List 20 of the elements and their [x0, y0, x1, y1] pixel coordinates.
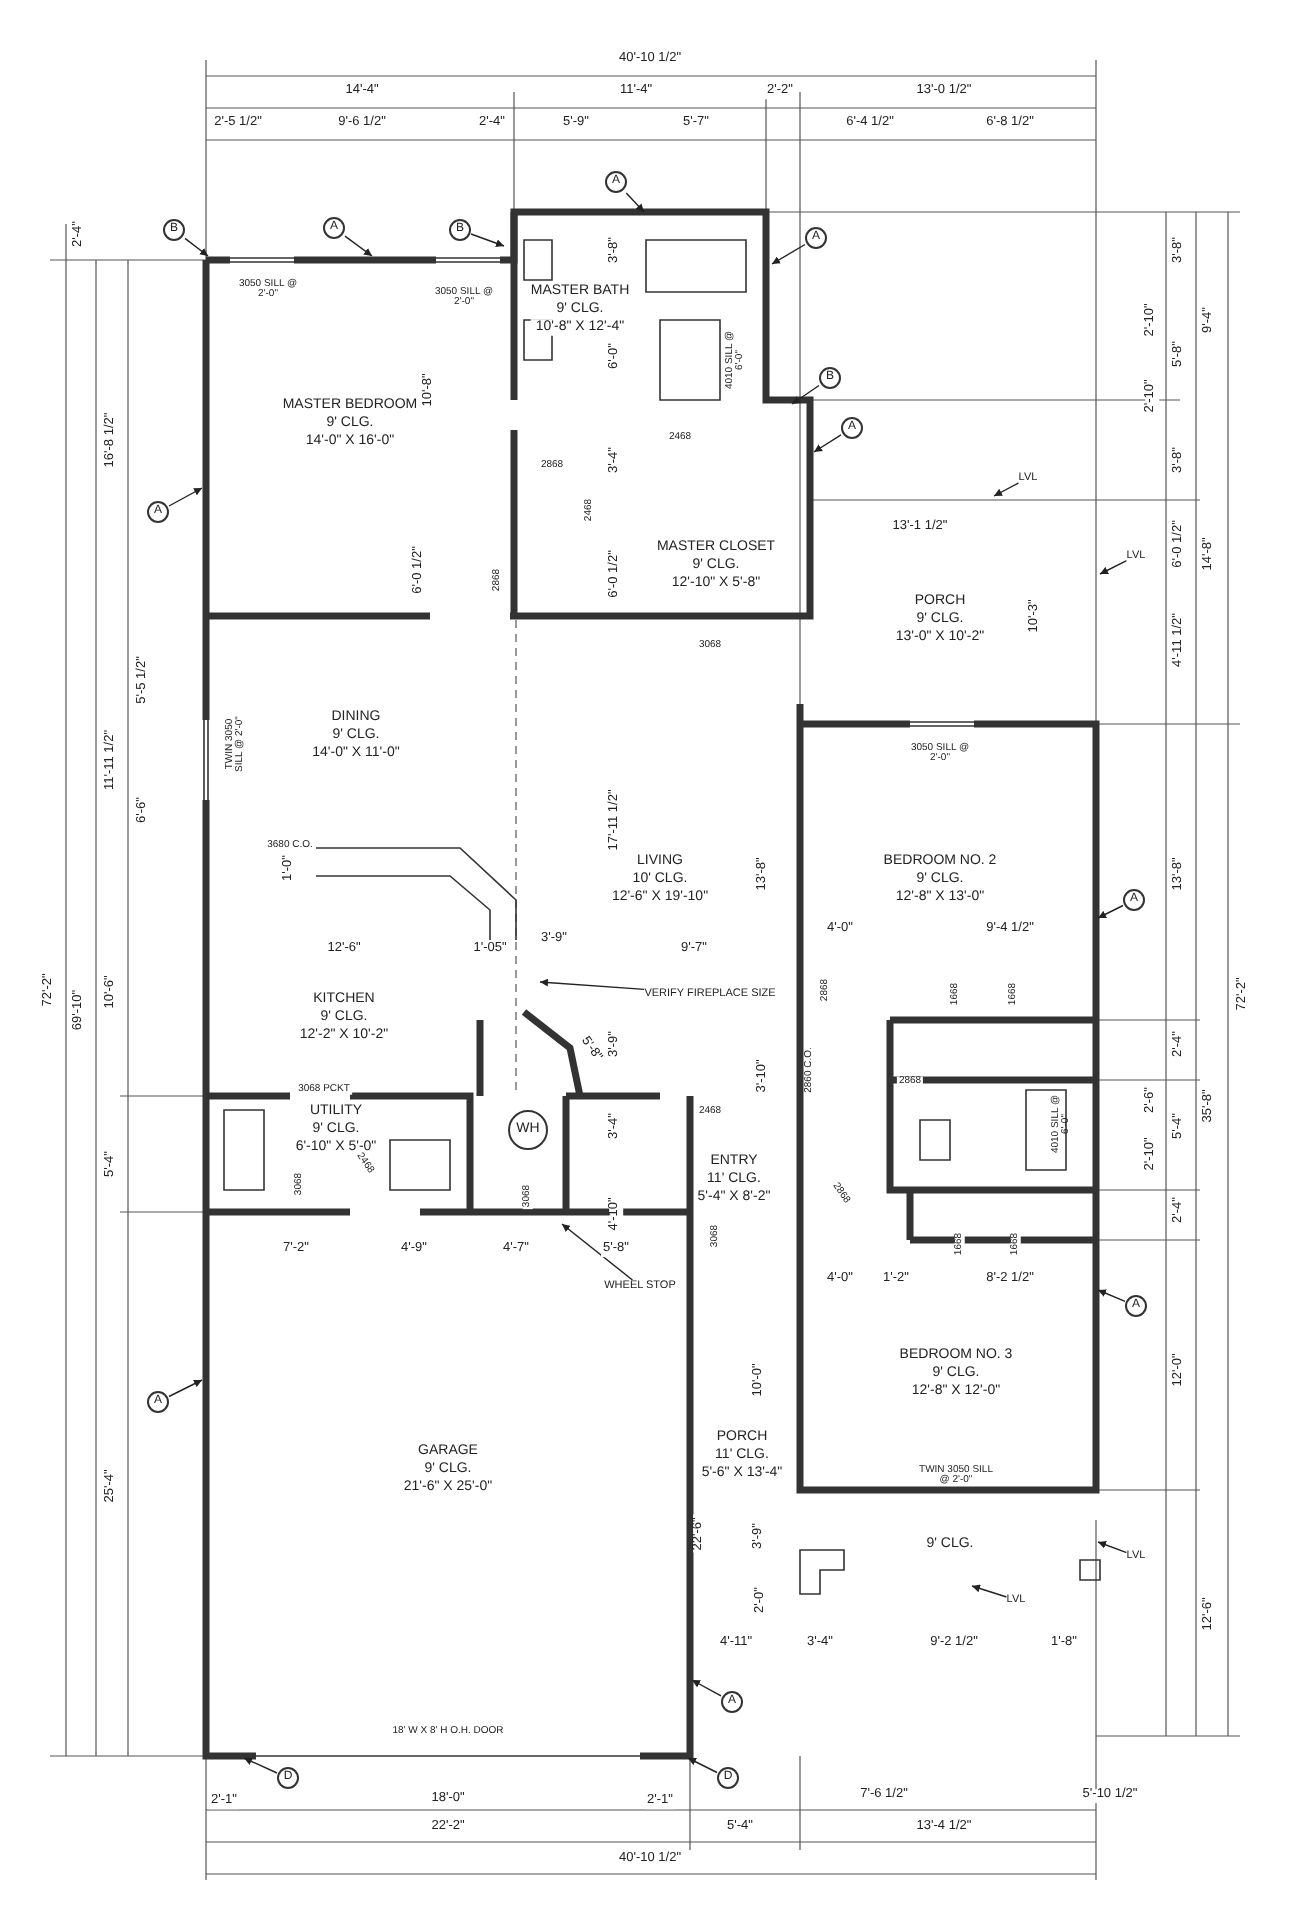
leader-line	[1097, 1541, 1128, 1554]
leader-line	[470, 233, 505, 248]
leader-line	[184, 237, 209, 257]
leader-line	[771, 243, 806, 265]
leader-line	[687, 1757, 718, 1774]
leader-line	[971, 1584, 1008, 1598]
leader-line	[168, 487, 203, 507]
leader-line	[168, 1379, 203, 1398]
leader-line	[1099, 560, 1128, 575]
leader-line	[691, 1679, 722, 1697]
leader-line	[561, 1223, 634, 1281]
leader-line	[813, 434, 842, 453]
leader-line	[1097, 1289, 1126, 1303]
leader-line	[625, 192, 645, 213]
leader-line	[344, 235, 373, 257]
leader-line	[243, 1757, 278, 1774]
leader-line	[1097, 904, 1124, 919]
leader-line	[791, 384, 820, 405]
leader-line	[539, 978, 646, 991]
leader-line	[993, 482, 1020, 497]
